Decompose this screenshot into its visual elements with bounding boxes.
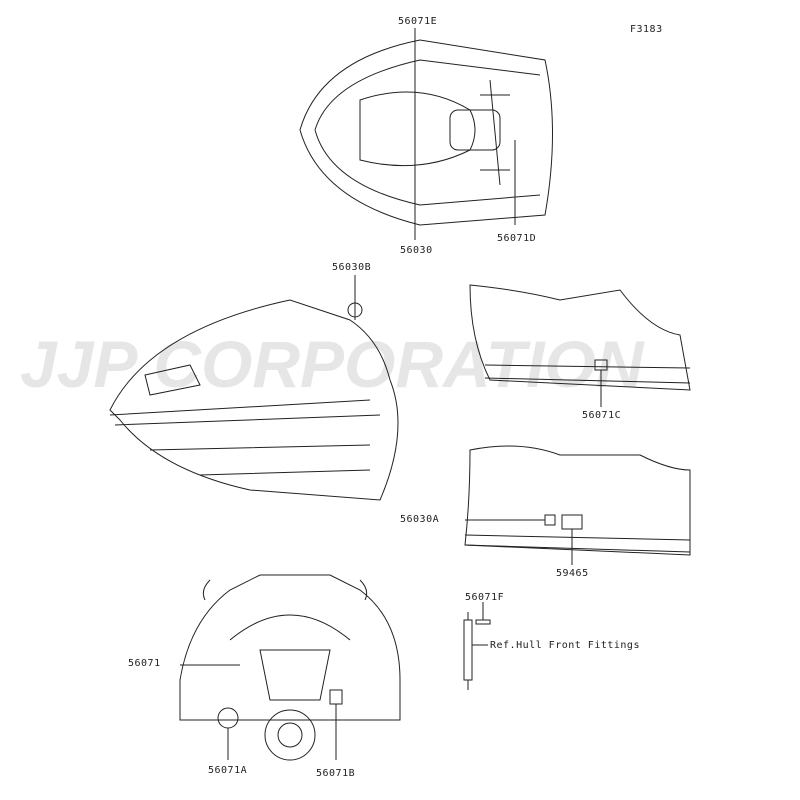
callout-56071F[interactable]: 56071F — [465, 592, 505, 603]
callout-56071A[interactable]: 56071A — [208, 765, 248, 776]
ref-hull-front-fittings[interactable]: Ref.Hull Front Fittings — [490, 640, 640, 651]
callout-56071E[interactable]: 56071E — [398, 16, 438, 27]
side-view-bow-drawing — [109, 275, 399, 501]
rear-view-drawing — [179, 574, 401, 761]
callout-56030A[interactable]: 56030A — [400, 514, 440, 525]
side-view-rear-upper-drawing — [469, 284, 691, 407]
top-view-drawing — [299, 28, 553, 240]
callout-56071D[interactable]: 56071D — [497, 233, 537, 244]
callout-56030B[interactable]: 56030B — [332, 262, 372, 273]
watermark: JJP CORPORATION — [20, 327, 644, 401]
callout-56071[interactable]: 56071 — [128, 658, 161, 669]
side-view-rear-lower-drawing — [464, 445, 691, 565]
ref-hull-fitting-drawing — [463, 602, 491, 690]
callout-59465[interactable]: 59465 — [556, 568, 589, 579]
callout-56071B[interactable]: 56071B — [316, 768, 356, 779]
figure-code: F3183 — [630, 24, 663, 35]
callout-56071C[interactable]: 56071C — [582, 410, 622, 421]
callout-56030[interactable]: 56030 — [400, 245, 433, 256]
